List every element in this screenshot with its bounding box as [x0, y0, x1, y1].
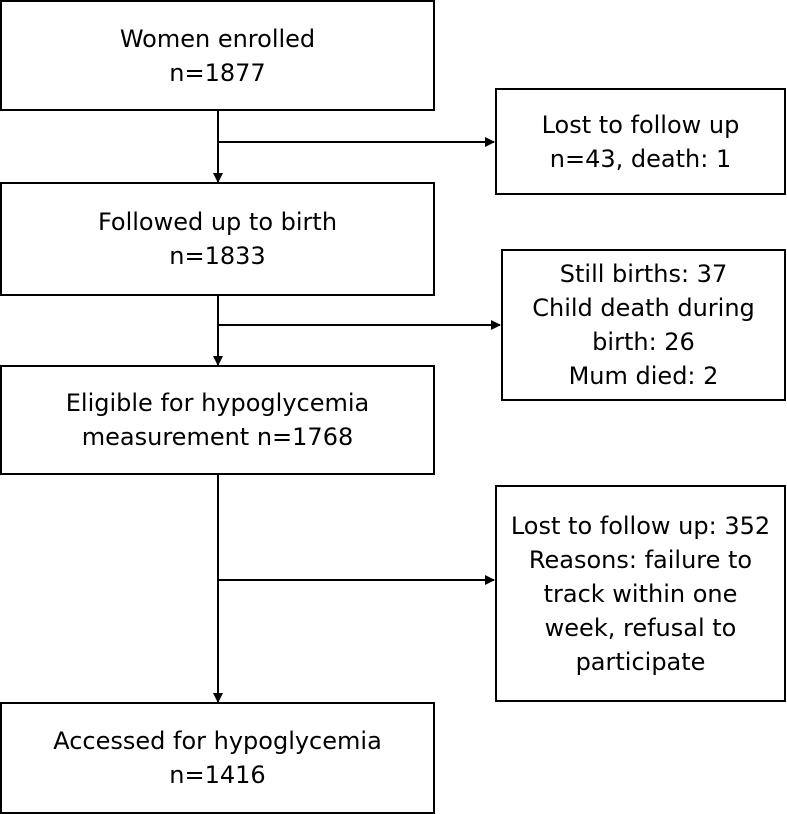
- box-lost-to-follow-up-2-line5: participate: [575, 647, 706, 676]
- box-eligible-hypoglycemia-line1: Eligible for hypoglycemia: [65, 389, 370, 417]
- box-followed-up-to-birth-line2: n=1833: [169, 242, 266, 270]
- box-eligible-hypoglycemia-line2: measurement n=1768: [81, 423, 354, 451]
- box-still-births-line2: Child death during: [532, 294, 755, 322]
- box-followed-up-to-birth-line1: Followed up to birth: [97, 208, 338, 236]
- box-still-births-line1: Still births: 37: [559, 260, 728, 288]
- box-followed-up-to-birth: Followed up to birth n=1833: [0, 182, 435, 296]
- box-still-births-line4: Mum died: 2: [568, 362, 719, 390]
- box-assessed-hypoglycemia: Accessed for hypoglycemia n=1416: [0, 702, 435, 814]
- box-women-enrolled: Women enrolled n=1877: [0, 0, 435, 111]
- box-still-births-line3: birth: 26: [592, 328, 695, 356]
- box-still-births: Still births: 37 Child death during birt…: [501, 249, 786, 401]
- box-women-enrolled-line2: n=1877: [169, 58, 266, 87]
- box-lost-to-follow-up-1-line1: Lost to follow up: [541, 110, 740, 139]
- box-assessed-hypoglycemia-line2: n=1416: [169, 761, 266, 789]
- box-lost-to-follow-up-1: Lost to follow up n=43, death: 1: [495, 88, 786, 195]
- box-lost-to-follow-up-2-line2: Reasons: failure to: [528, 545, 753, 574]
- box-lost-to-follow-up-2-line4: week, refusal to: [544, 613, 737, 642]
- box-lost-to-follow-up-1-line2: n=43, death: 1: [549, 144, 732, 173]
- box-assessed-hypoglycemia-line1: Accessed for hypoglycemia: [53, 727, 382, 755]
- box-lost-to-follow-up-2-line3: track within one: [543, 579, 738, 608]
- box-lost-to-follow-up-2-line1: Lost to follow up: 352: [510, 511, 771, 540]
- box-lost-to-follow-up-2: Lost to follow up: 352 Reasons: failure …: [495, 485, 786, 702]
- box-women-enrolled-line1: Women enrolled: [119, 24, 316, 53]
- box-eligible-hypoglycemia: Eligible for hypoglycemia measurement n=…: [0, 365, 435, 475]
